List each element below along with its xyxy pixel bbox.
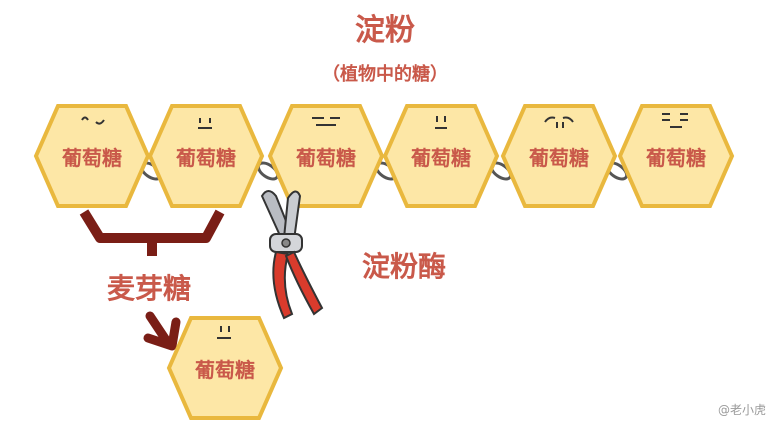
face-worried <box>544 116 574 128</box>
glucose-label: 葡萄糖 <box>61 146 122 170</box>
face-wink <box>81 116 105 125</box>
glucose-hex-5: 葡萄糖 <box>501 104 617 208</box>
pliers-icon <box>260 190 324 320</box>
glucose-label: 葡萄糖 <box>175 146 236 170</box>
subtitle: （植物中的糖） <box>322 63 448 85</box>
glucose-hex-single: 葡萄糖 <box>167 316 283 420</box>
title: 淀粉 <box>355 13 415 48</box>
glucose-label: 葡萄糖 <box>528 146 589 170</box>
enzyme-label: 淀粉酶 <box>362 250 446 283</box>
glucose-hex-1: 葡萄糖 <box>34 104 150 208</box>
face-squint <box>312 117 340 126</box>
face-neutral <box>435 116 447 129</box>
face-neutral <box>217 326 231 339</box>
glucose-hex-3: 葡萄糖 <box>268 104 384 208</box>
watermark: @老小虎 <box>718 403 766 417</box>
glucose-label: 葡萄糖 <box>410 146 471 170</box>
glucose-hex-2: 葡萄糖 <box>148 104 264 208</box>
maltose-label: 麦芽糖 <box>107 272 191 305</box>
glucose-hex-6: 葡萄糖 <box>618 104 734 208</box>
face-neutral <box>198 118 212 129</box>
glucose-label: 葡萄糖 <box>295 146 356 170</box>
glucose-label: 葡萄糖 <box>194 358 255 382</box>
face-sleepy <box>662 113 688 128</box>
glucose-hex-4: 葡萄糖 <box>383 104 499 208</box>
maltose-bracket <box>79 209 225 256</box>
glucose-label: 葡萄糖 <box>645 146 706 170</box>
arrow-down-right-icon <box>143 311 181 351</box>
